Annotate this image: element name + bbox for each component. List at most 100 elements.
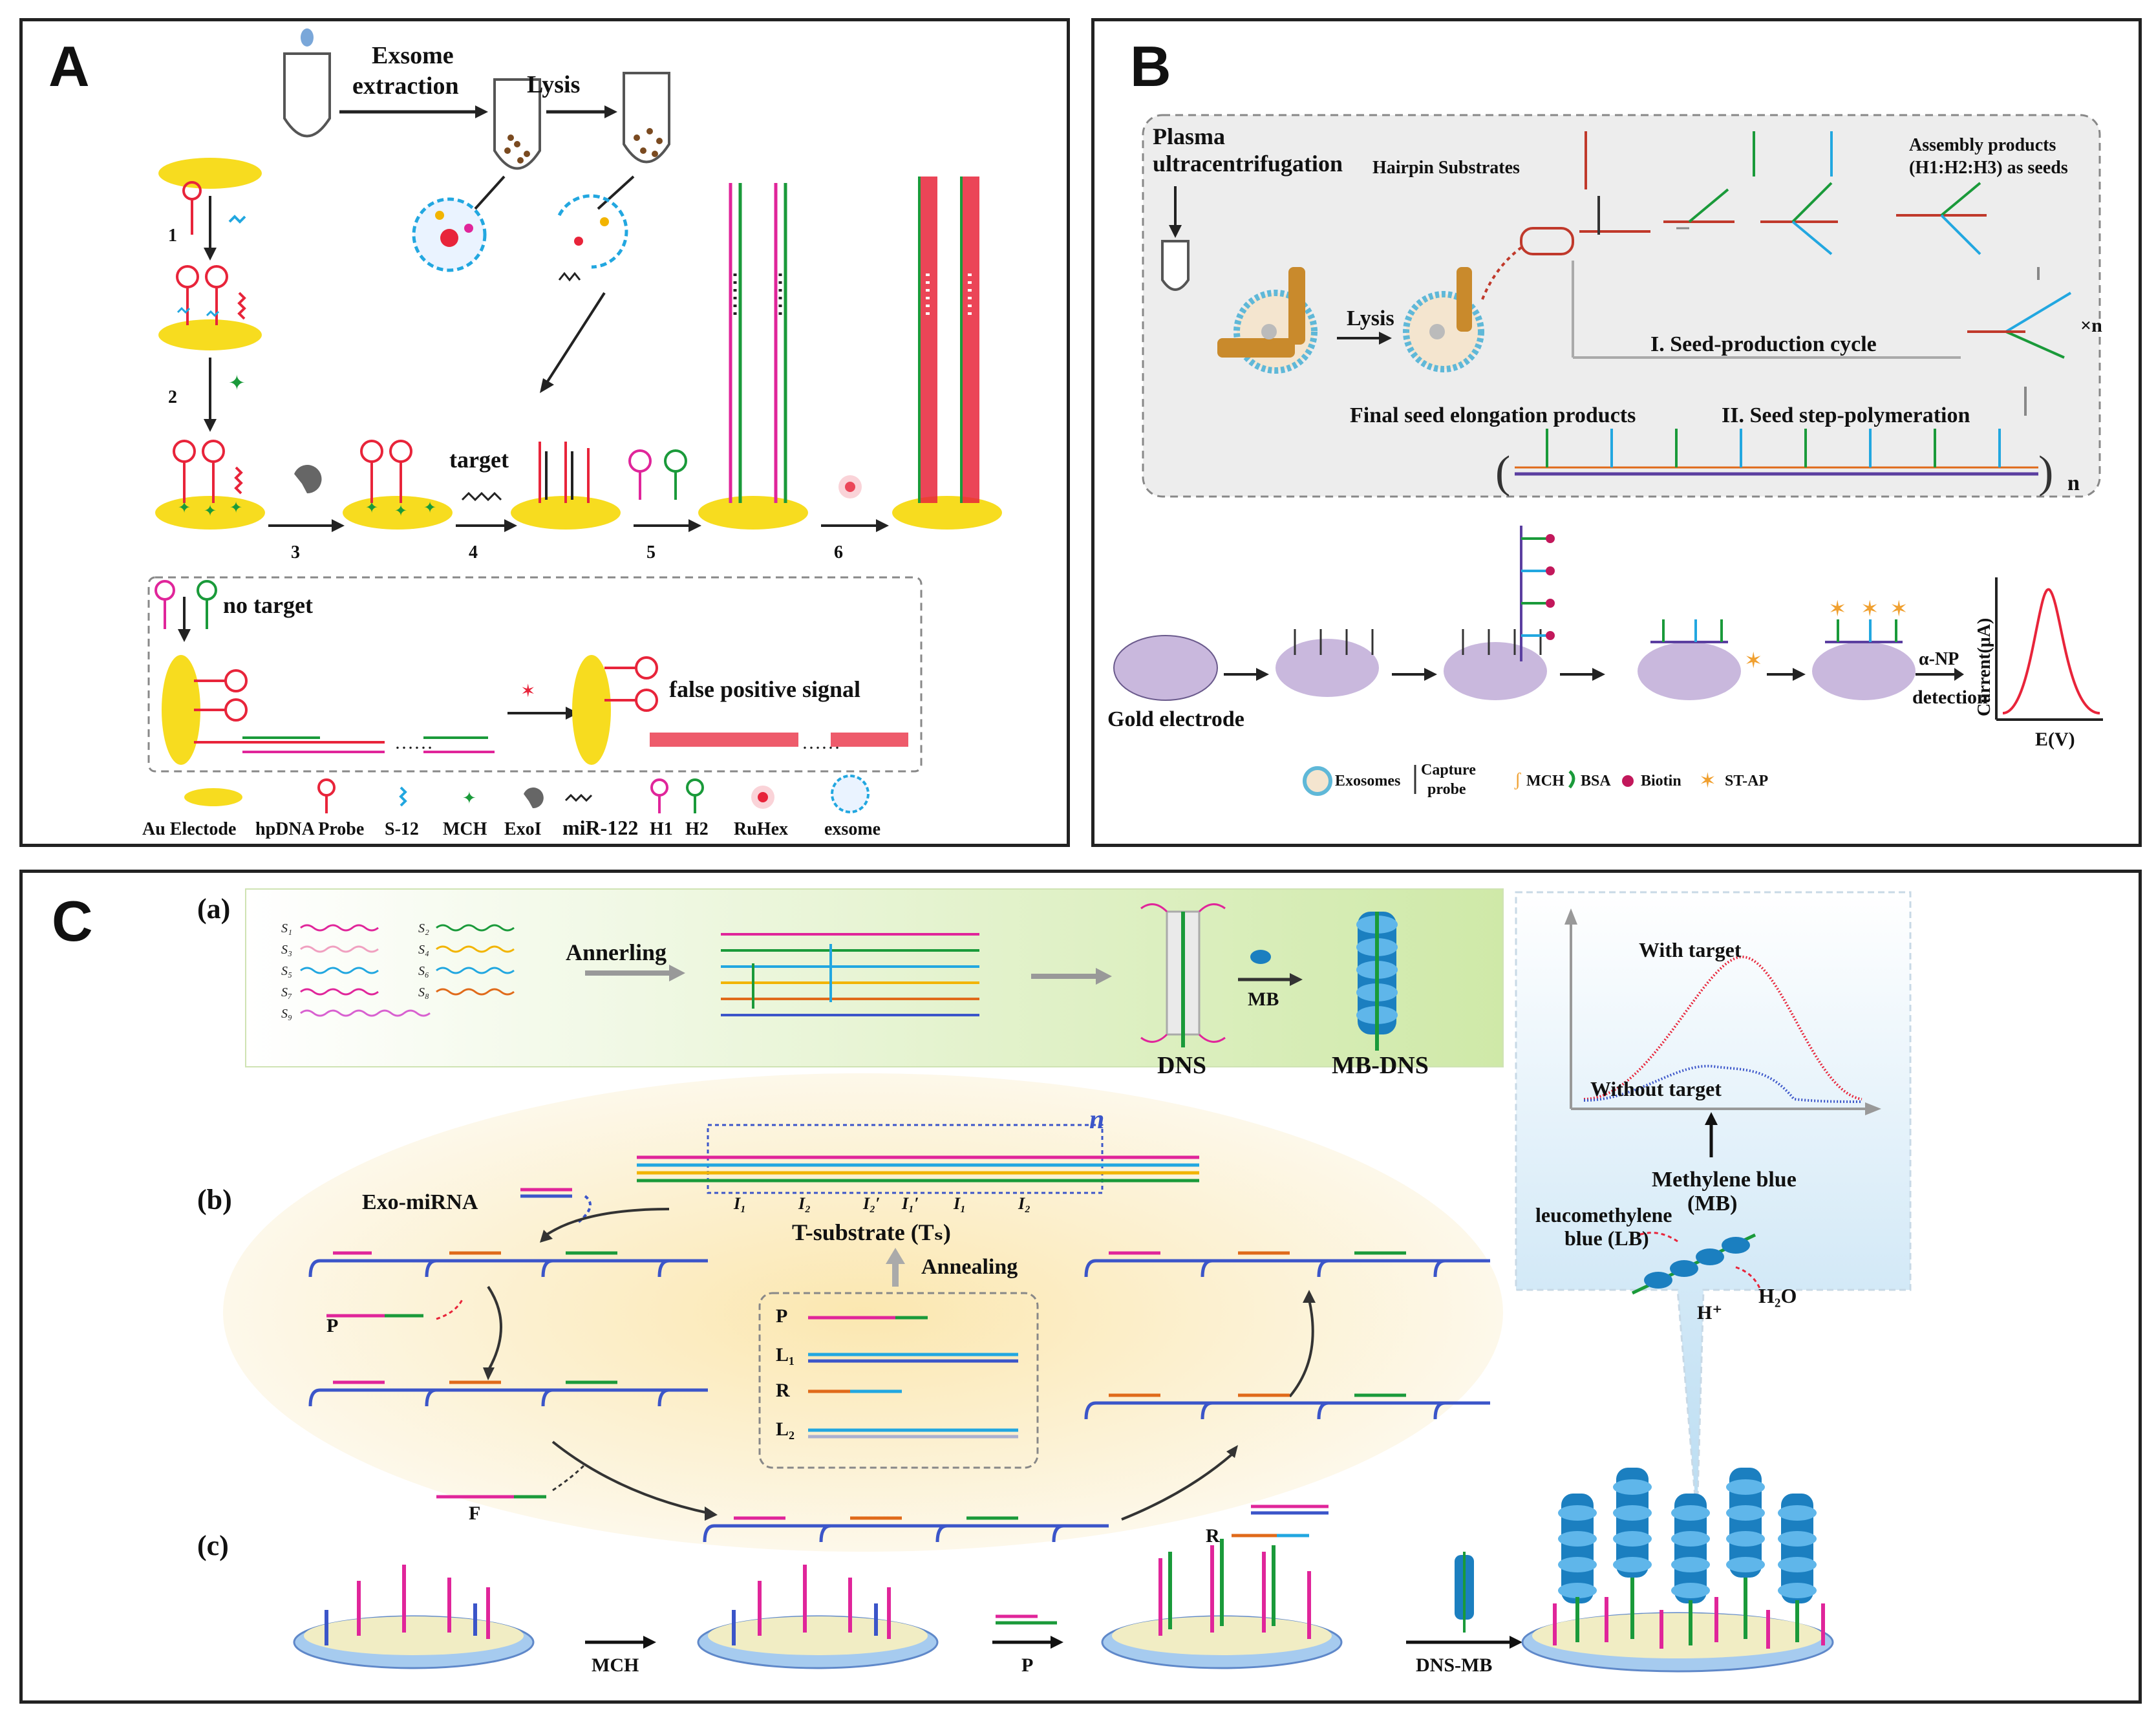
false-positive-label: false positive signal (669, 676, 860, 702)
t-substrate-label: T-substrate (Tₛ) (792, 1219, 951, 1245)
svg-text:……: …… (394, 732, 433, 753)
svg-text:(: ( (1495, 447, 1510, 497)
electrode-plate (293, 1615, 535, 1669)
svg-text:✦: ✦ (178, 500, 191, 517)
legend-exsome: exsome (824, 819, 881, 839)
seed-production-cycle: I. Seed-production cycle (1650, 332, 1877, 356)
panel-b-legend: Exosomes Capture probe ʃ MCH BSA Biotin … (1303, 762, 1768, 798)
plasma-label: Plasma (1153, 123, 1225, 149)
legend-mch-b: MCH (1526, 773, 1564, 789)
exo-mirna-label: Exo-miRNA (362, 1190, 478, 1214)
legend-stap: ST-AP (1725, 773, 1768, 789)
svg-text:✦: ✦ (204, 503, 217, 520)
lysed-exosome-icon (1403, 267, 1484, 372)
mb-step-label: MB (1248, 989, 1279, 1010)
hairpin-substrates-label: Hairpin Substrates (1372, 158, 1520, 178)
svg-text:✦: ✦ (394, 503, 407, 520)
dns-icon (1140, 903, 1226, 1047)
electrode-side-icon (572, 655, 611, 765)
fuel-f-label: F (469, 1503, 480, 1524)
annealing-label: Annealing (921, 1255, 1018, 1279)
panel-c-drawing: C (a) S₁ S₃ S₅ S₇ S₉ S₂ S₄ S₆ S₈ Annerli… (52, 888, 1912, 1676)
mb-dns-array (1553, 1468, 1825, 1649)
svg-text:I₂: I₂ (1018, 1194, 1030, 1213)
sub-a-label: (a) (197, 893, 230, 925)
dns-mb-step-label: DNS-MB (1416, 1655, 1492, 1676)
svg-text:I₁′: I₁′ (901, 1194, 919, 1213)
svg-text:I₂: I₂ (798, 1194, 811, 1213)
exosome-extraction-label-2: extraction (352, 72, 459, 100)
no-target-label: no target (223, 592, 313, 618)
sub-b-background (223, 1073, 1503, 1552)
assembly-products-label: Assembly products (1909, 135, 2056, 155)
electrode-stap (1812, 642, 1916, 700)
svg-text:): ) (2038, 447, 2053, 497)
legend-biotin: Biotin (1641, 773, 1681, 789)
electrode-icon (158, 158, 262, 189)
dpv-curve (2002, 588, 2100, 714)
svg-text:✶: ✶ (1699, 769, 1716, 792)
detection-label: detection (1912, 687, 1988, 708)
panel-c-letter: C (52, 889, 93, 953)
svg-text:✶: ✶ (1861, 597, 1879, 621)
svg-text:I₂′: I₂′ (862, 1194, 881, 1213)
panel-a-letter: A (48, 34, 90, 98)
svg-text:✦: ✦ (462, 789, 476, 808)
electrode-side-icon (162, 655, 200, 765)
strand-s4: S₄ (418, 943, 429, 957)
target-label: target (449, 447, 509, 473)
detection-callout (1515, 891, 1912, 1520)
tube-icon (493, 78, 541, 170)
svg-text:I₁: I₁ (733, 1194, 746, 1213)
hairpin-icon (182, 181, 202, 235)
tube-icon (623, 72, 670, 164)
step-6: 6 (834, 542, 843, 562)
component-l1: L₁ (776, 1344, 795, 1366)
legend-mch: MCH (443, 819, 487, 839)
svg-text:✦: ✦ (423, 500, 436, 517)
legend-bsa: BSA (1581, 773, 1611, 789)
lysed-exosome-icon (557, 194, 628, 282)
mch-step-label: MCH (592, 1655, 639, 1676)
assembly-seeds-label: (H1:H2:H3) as seeds (1909, 158, 2068, 178)
times-n-label: ×n (2080, 315, 2102, 336)
released-r-label: R (1206, 1525, 1220, 1547)
substrate-right-top (1084, 1251, 1490, 1278)
legend-ruhex: RuHex (734, 819, 788, 839)
legend-hpdna: hpDNA Probe (255, 819, 364, 839)
lysis-label: Lysis (527, 71, 580, 98)
sub-c-label: (c) (197, 1530, 229, 1561)
swv-plot: With target Without target (1564, 908, 1881, 1115)
mb-molecule-icon (1250, 950, 1271, 964)
component-l2: L₂ (776, 1419, 795, 1440)
component-r: R (776, 1380, 790, 1401)
final-seed-label: Final seed elongation products (1350, 403, 1636, 427)
current-axis-label: Current(μA) (1974, 618, 1994, 716)
dns-label: DNS (1157, 1052, 1206, 1079)
tube-icon (1161, 240, 1190, 291)
substrate-bottom (703, 1516, 1109, 1543)
methylene-blue-label: Methylene blue (1652, 1168, 1797, 1192)
hcr-concatemer-ruhex (918, 177, 979, 503)
exosome-icon (412, 197, 487, 272)
legend-h2: H2 (685, 819, 709, 839)
svg-text:✶: ✶ (1744, 649, 1763, 673)
legend-s12: S-12 (385, 819, 419, 839)
legend-capture: Capture (1421, 762, 1476, 778)
with-target-label: With target (1639, 938, 1742, 961)
without-target-label: Without target (1590, 1077, 1722, 1100)
panel-b: B Plasma ultracentrifugation Lysis Hairp… (1091, 18, 2142, 847)
electrode-mch-bsa (1444, 642, 1547, 700)
mb-dns-label: MB-DNS (1332, 1052, 1429, 1079)
legend-exosomes: Exosomes (1335, 773, 1400, 789)
legend-exoi: ExoI (504, 819, 542, 839)
step-polymeration-label: II. Seed step-polymeration (1722, 403, 1970, 427)
strand-s8: S₈ (418, 985, 429, 1000)
component-p: P (776, 1305, 787, 1327)
without-target-curve (1583, 1064, 1862, 1103)
final-electrode (1521, 1612, 1834, 1673)
strand-s1: S₁ (281, 921, 292, 936)
with-target-curve (1583, 955, 1862, 1100)
t-substrate-strands (637, 1155, 1199, 1183)
